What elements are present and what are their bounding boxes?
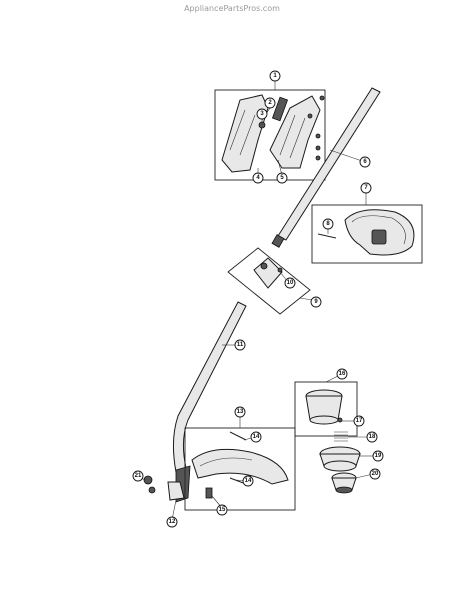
coupler-part <box>253 257 283 289</box>
callout-19: 19 <box>372 450 384 462</box>
callout-label: 7 <box>364 185 368 191</box>
upper-shaft <box>271 87 381 248</box>
callout-2: 2 <box>264 97 276 109</box>
callout-label: 19 <box>375 453 382 459</box>
callout-1: 1 <box>269 70 281 82</box>
callout-label: 13 <box>237 409 244 415</box>
callout-14-upper: 14 <box>250 431 262 443</box>
spool-part <box>319 446 361 472</box>
callout-label: 14 <box>245 478 252 484</box>
callout-label: 21 <box>135 473 142 479</box>
box-handle-housing <box>214 89 326 181</box>
callout-9: 9 <box>310 296 322 308</box>
callout-3: 3 <box>256 108 268 120</box>
callout-label: 17 <box>356 418 363 424</box>
callout-label: 20 <box>372 471 379 477</box>
callout-6: 6 <box>359 156 371 168</box>
callout-label: 6 <box>363 159 367 165</box>
callout-label: 11 <box>237 342 244 348</box>
handle-housing-part <box>221 94 325 173</box>
callout-17: 17 <box>353 415 365 427</box>
watermark-text: AppliancePartsPros.com <box>184 4 280 13</box>
box-coupler <box>227 247 311 315</box>
assist-handle-part <box>317 209 415 256</box>
callout-14-lower: 14 <box>242 475 254 487</box>
callout-label: 5 <box>280 175 284 181</box>
callout-18: 18 <box>366 431 378 443</box>
callout-label: 10 <box>287 280 294 286</box>
clamp-small-parts <box>143 475 185 501</box>
callout-label: 16 <box>339 371 346 377</box>
guard-part <box>191 431 289 499</box>
callout-5: 5 <box>276 172 288 184</box>
spool-cover-part <box>305 389 343 425</box>
callout-20: 20 <box>369 468 381 480</box>
callout-label: 9 <box>314 299 318 305</box>
callout-8: 8 <box>322 218 334 230</box>
spring-part <box>334 431 348 442</box>
callout-label: 18 <box>369 434 376 440</box>
box-assist-handle <box>311 204 423 264</box>
callout-label: 12 <box>169 519 176 525</box>
callout-12: 12 <box>166 516 178 528</box>
callout-21: 21 <box>132 470 144 482</box>
bump-knob-part <box>331 472 357 494</box>
callout-16: 16 <box>336 368 348 380</box>
callout-label: 4 <box>256 175 260 181</box>
callout-label: 3 <box>260 111 264 117</box>
callout-label: 8 <box>326 221 330 227</box>
callout-10: 10 <box>284 277 296 289</box>
callout-4: 4 <box>252 172 264 184</box>
callout-15: 15 <box>216 504 228 516</box>
callout-7: 7 <box>360 182 372 194</box>
callout-label: 15 <box>219 507 226 513</box>
callout-label: 1 <box>273 73 277 79</box>
callout-label: 2 <box>268 100 272 106</box>
callout-label: 14 <box>253 434 260 440</box>
callout-13: 13 <box>234 406 246 418</box>
callout-11: 11 <box>234 339 246 351</box>
